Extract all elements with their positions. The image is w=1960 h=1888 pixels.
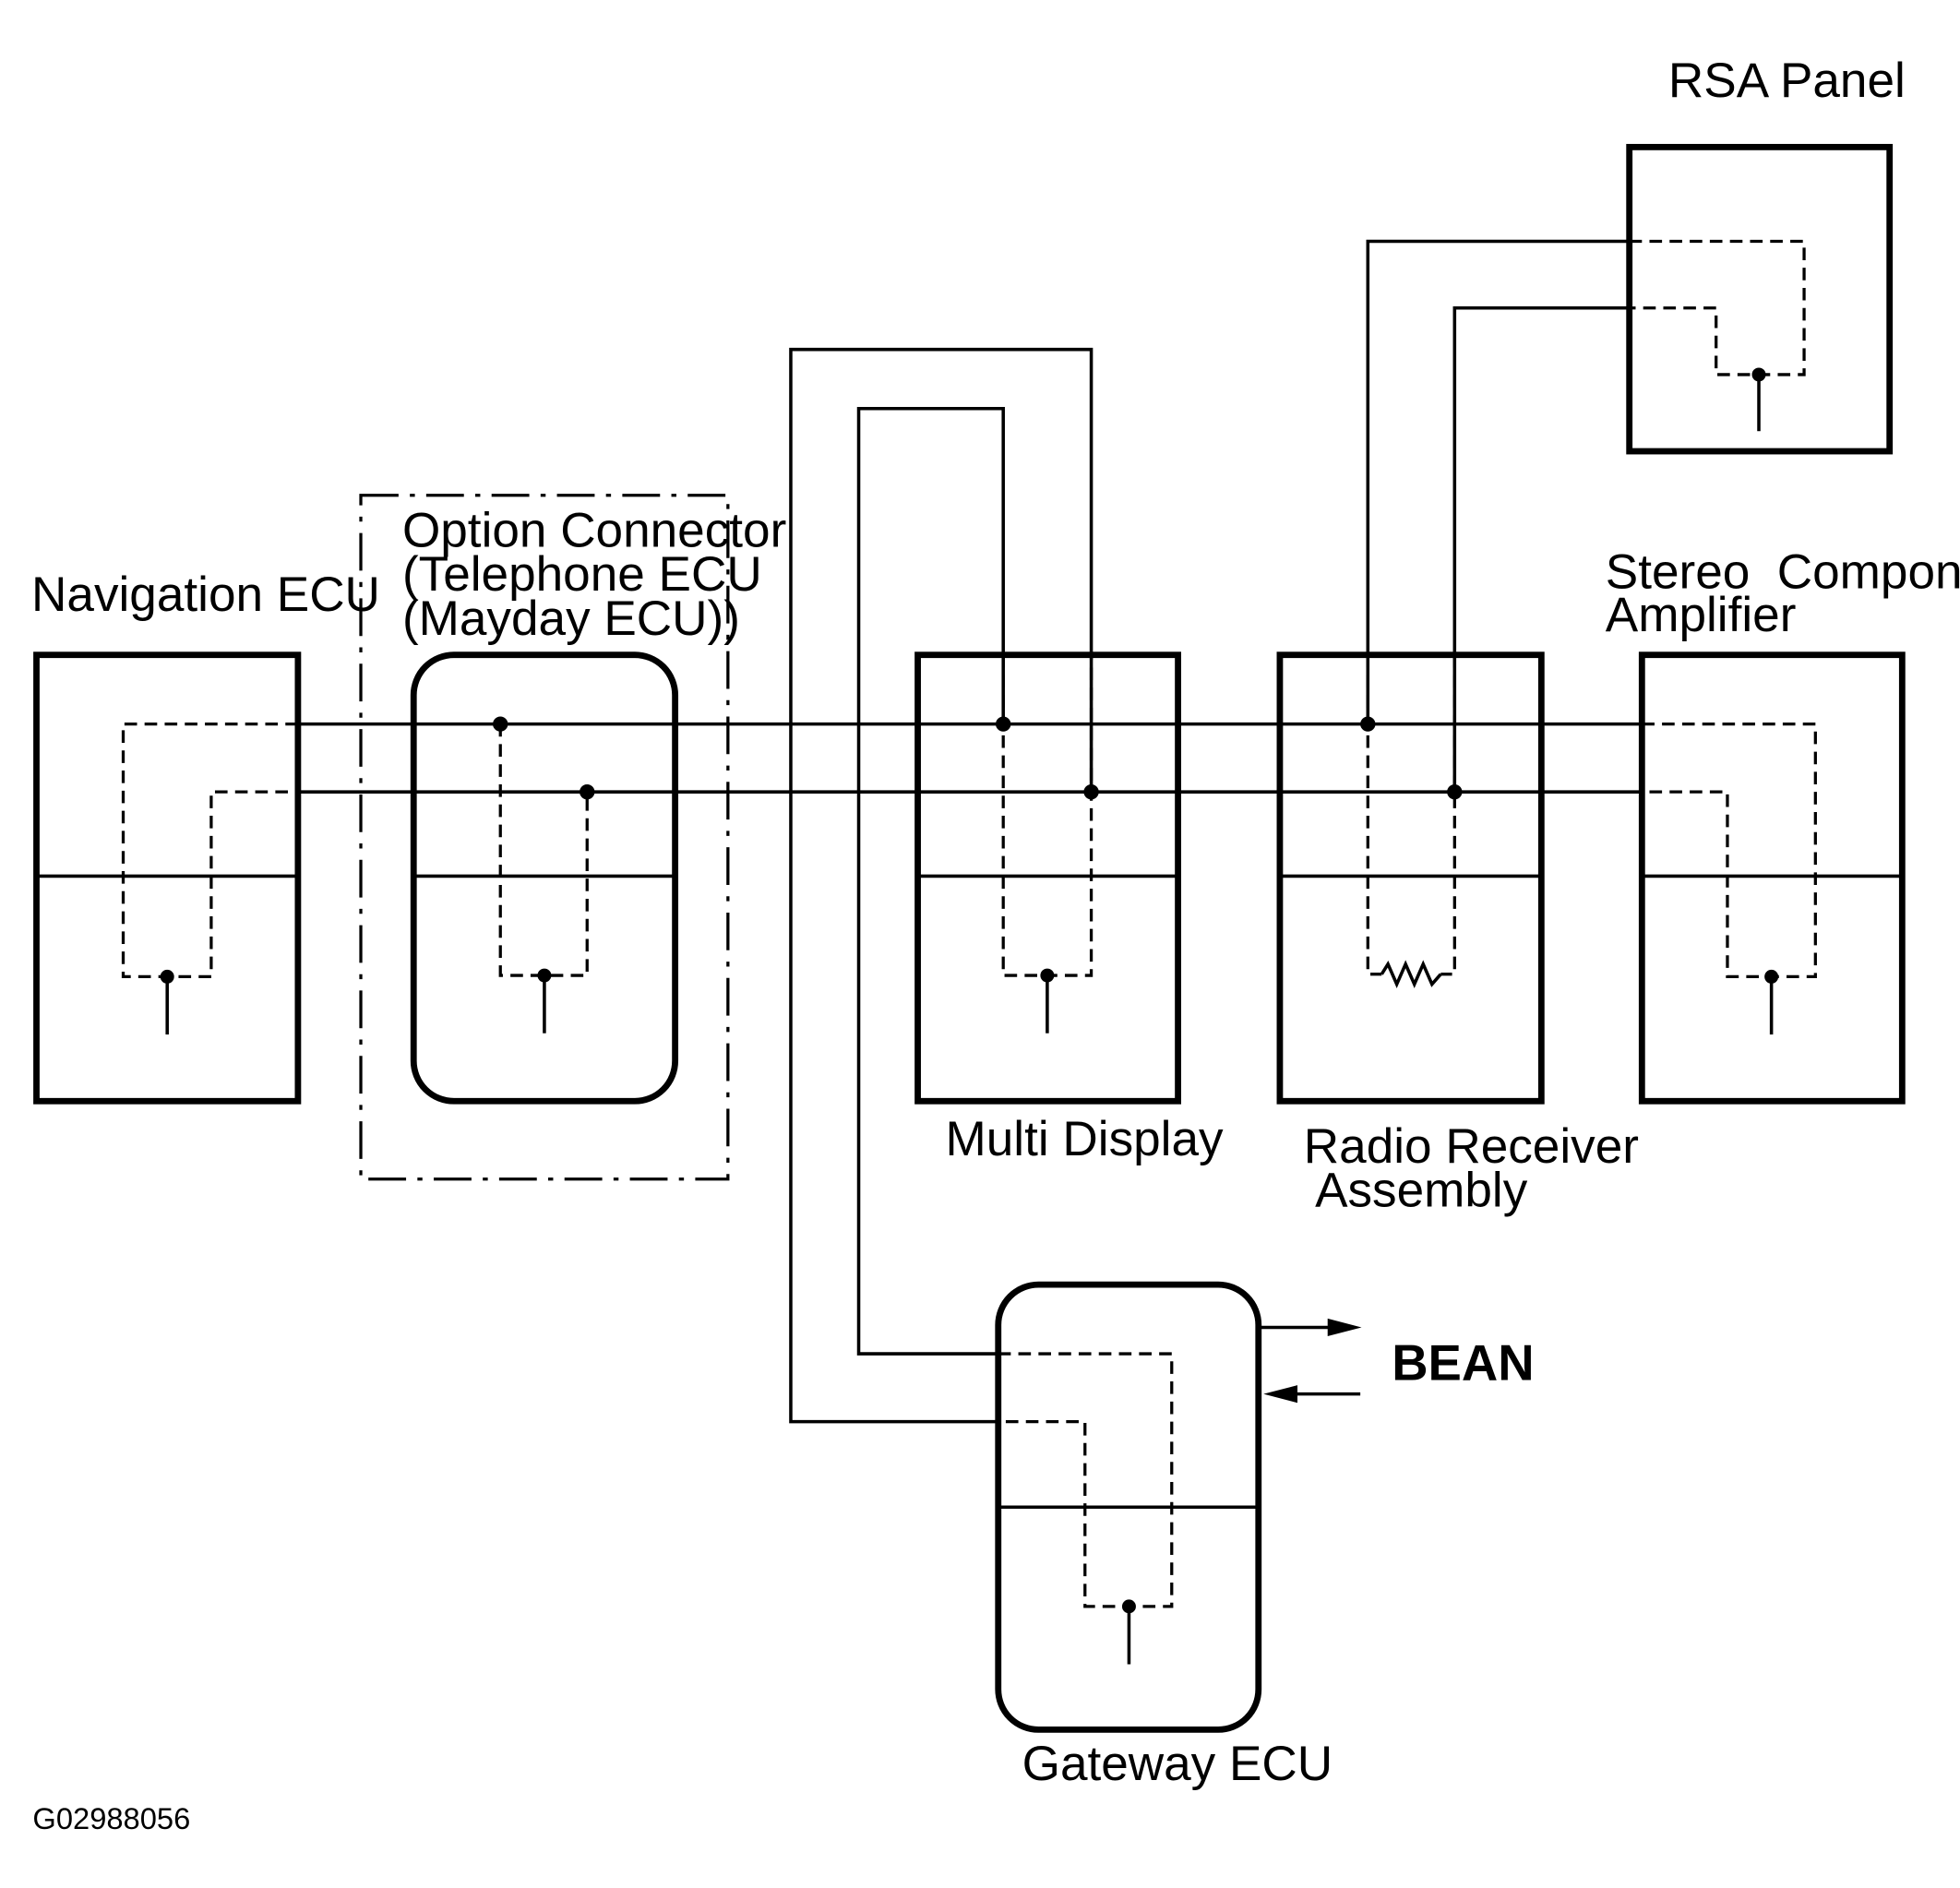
bean-arrows [1261,1318,1362,1404]
label-bean: BEAN [1392,1335,1534,1392]
bus-lines [297,722,1643,794]
radio-receiver-box [1276,651,1545,1105]
label-figure-code: G02988056 [32,1801,190,1835]
label-option-connector-line2: (Telephone ECU [402,547,762,602]
label-navigation-ecu: Navigation ECU [31,568,380,622]
rsa-wires [1366,239,1630,793]
multi-display-box [914,651,1181,1105]
rsa-wire-outer [1366,239,1630,724]
label-option-connector-line3: (Mayday ECU)) [402,591,740,646]
terminating-resistor-icon [1380,960,1442,989]
stereo-amplifier-box [1638,651,1906,1105]
label-gateway-ecu: Gateway ECU [1022,1737,1333,1791]
label-option-connector-line1: Option Connector [402,504,786,558]
gateway-loop-wires [789,347,1094,1424]
label-multi-display: Multi Display [946,1112,1224,1166]
gateway-wire-inner [856,406,1005,1356]
option-connector-enclosure [359,494,730,1181]
label-rsa-panel: RSA Panel [1668,54,1906,108]
rsa-wire-inner [1452,305,1630,793]
label-radio-receiver-line2: Assembly [1315,1164,1528,1218]
rsa-panel-box [1626,143,1894,455]
gateway-ecu-box [995,1281,1262,1733]
label-stereo-amp-line2: Amplifier [1606,588,1797,642]
label-radio-receiver-line1: Radio Receiver [1304,1119,1639,1174]
label-stereo-amp-line1: Stereo Component [1606,545,1960,600]
navigation-ecu-box [33,651,302,1105]
gateway-wire-outer [789,347,1094,1424]
option-connector-box [410,651,679,1105]
